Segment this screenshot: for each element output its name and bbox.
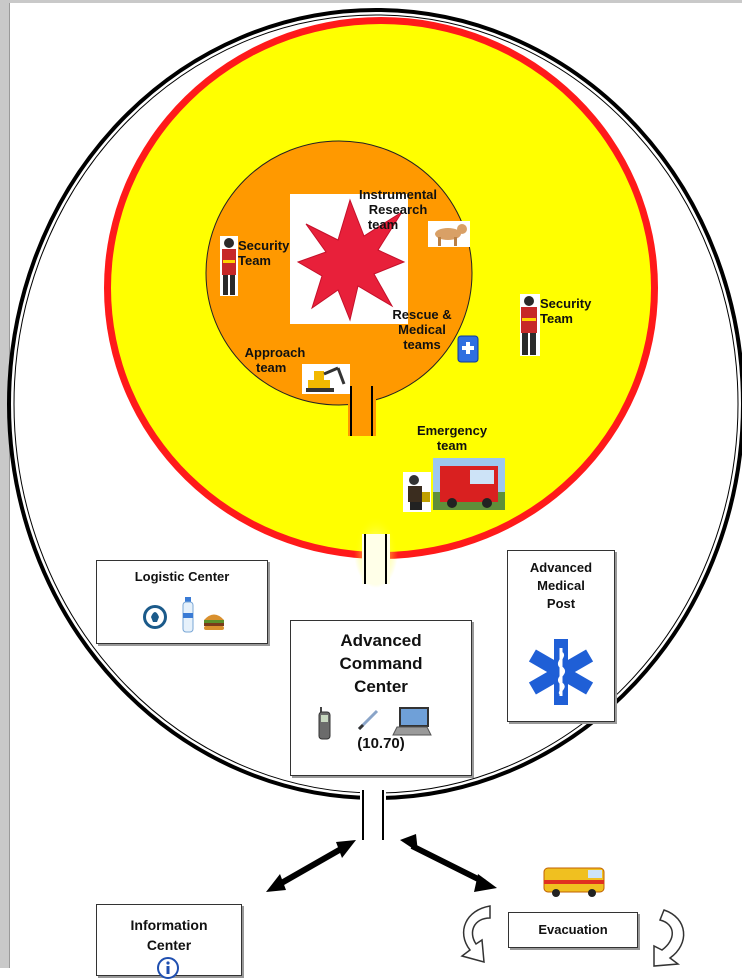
advanced-medical-post-box: Advanced Medical Post	[507, 550, 615, 722]
excavator-icon	[302, 364, 350, 394]
information-line-2: Center	[146, 937, 192, 953]
command-line-2: Command	[339, 654, 423, 673]
explosion-icon	[296, 198, 406, 322]
advanced-command-center-box: Advanced Command Center (10.70)	[290, 620, 472, 776]
information-line-1: Information	[130, 917, 208, 933]
window-frame-top	[0, 0, 742, 3]
medical-post-line-2: Medical	[537, 578, 585, 593]
medical-bag-icon	[457, 335, 479, 363]
evacuation-box: Evacuation	[508, 912, 638, 948]
evacuation-title: Evacuation	[538, 922, 608, 937]
fire-truck-icon	[433, 458, 505, 510]
circular-arrow-left-icon	[460, 905, 491, 964]
lightbulb-icon	[143, 605, 167, 629]
arrow-evacuation	[400, 834, 497, 892]
instrumental-line-2: Research	[368, 202, 428, 217]
gate-inner	[348, 384, 376, 436]
rescue-line-1: Rescue &	[392, 307, 452, 322]
approach-line-2: team	[256, 360, 287, 375]
medical-post-title: Advanced Medical Post	[508, 559, 614, 613]
security-right-line-2: Team	[540, 311, 573, 326]
gate-outer	[360, 788, 386, 840]
instrumental-line-1: Instrumental	[358, 187, 437, 202]
arrow-information	[266, 840, 356, 892]
star-of-life-icon	[528, 639, 594, 705]
firefighter-icon	[403, 472, 431, 512]
pen-icon	[357, 709, 379, 731]
search-dog-icon	[428, 221, 470, 247]
approach-line-1: Approach	[244, 345, 306, 360]
approach-team-label: Approach team	[232, 345, 318, 375]
rescue-line-2: Medical	[398, 322, 446, 337]
rescue-medical-teams-label: Rescue & Medical teams	[380, 307, 464, 352]
command-center-title: Advanced Command Center	[291, 629, 471, 698]
security-officer-right-icon	[520, 294, 540, 356]
emergency-line-1: Emergency	[416, 423, 488, 438]
mobile-phone-icon	[318, 707, 331, 740]
medical-post-line-3: Post	[546, 596, 576, 611]
command-line-1: Advanced	[340, 631, 422, 650]
gate-middle	[354, 516, 398, 588]
security-left-line-1: Security	[238, 238, 290, 253]
ambulance-icon	[540, 862, 610, 898]
window-frame-left	[0, 0, 10, 968]
command-line-3: Center	[354, 677, 408, 696]
instrumental-research-team-label: Instrumental Research team	[348, 187, 448, 232]
burger-icon	[204, 614, 224, 630]
logistic-center-box: Logistic Center	[96, 560, 268, 644]
information-center-title: Information Center	[97, 915, 241, 955]
rescue-line-3: teams	[403, 337, 441, 352]
logistic-icons	[141, 597, 231, 633]
security-team-right-label: Security Team	[540, 296, 606, 326]
security-right-line-1: Security	[540, 296, 592, 311]
information-center-box: Information Center	[96, 904, 242, 979]
command-center-code: (10.70)	[357, 735, 405, 752]
logistic-center-title: Logistic Center	[134, 569, 230, 584]
info-icon	[157, 957, 179, 979]
emergency-line-2: team	[436, 438, 468, 453]
security-left-line-2: Team	[238, 253, 271, 268]
emergency-team-label: Emergency team	[400, 423, 504, 453]
laptop-icon	[392, 707, 432, 736]
circular-arrow-right-icon	[653, 909, 685, 967]
security-officer-left-icon	[220, 236, 238, 296]
water-bottle-icon	[182, 597, 194, 633]
medical-post-line-1: Advanced	[529, 560, 593, 575]
instrumental-line-3: team	[367, 217, 399, 232]
security-team-left-label: Security Team	[238, 238, 304, 268]
